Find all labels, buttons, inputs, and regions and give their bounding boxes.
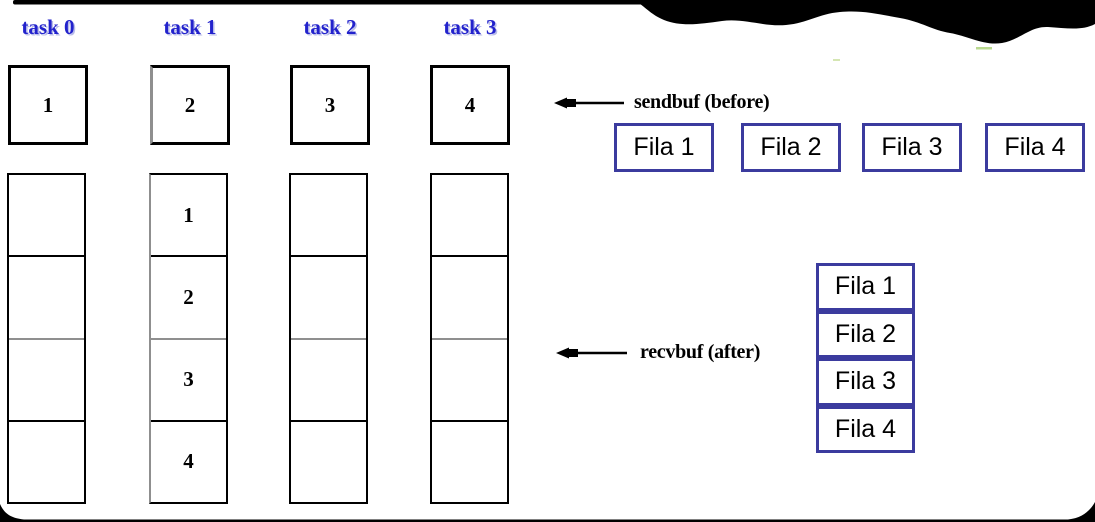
fila-row-box-3: Fila 3: [862, 123, 962, 172]
recvbuf-cell: 2: [151, 257, 226, 340]
sendbuf-box-task3: 4: [430, 65, 510, 145]
bottom-edge-artifact: [0, 502, 1095, 522]
sendbuf-value-task2: 3: [324, 92, 336, 117]
fila-stack-label-3: Fila 3: [834, 367, 897, 396]
recvbuf-cell: [9, 257, 84, 340]
recvbuf-column-task2: [289, 173, 368, 504]
fila-stack-box-1: Fila 1: [816, 263, 915, 311]
fila-stack-box-2: Fila 2: [816, 310, 915, 358]
fila-row-label-3: Fila 3: [881, 133, 943, 161]
fila-row-label-1: Fila 1: [633, 133, 695, 161]
recvbuf-cell-value: 4: [183, 449, 194, 474]
recvbuf-cell-value: 3: [183, 367, 194, 392]
recvbuf-cell: [291, 422, 366, 502]
recvbuf-cell: [9, 422, 84, 502]
fila-stack-label-4: Fila 4: [834, 414, 897, 443]
sendbuf-box-task2: 3: [290, 65, 370, 145]
recvbuf-label: recvbuf (after): [640, 341, 761, 363]
recvbuf-cell: [9, 175, 84, 258]
fila-row-box-1: Fila 1: [614, 123, 714, 172]
sendbuf-value-task1: 2: [184, 92, 196, 117]
recvbuf-arrow: [556, 347, 627, 359]
top-edge-artifact: [13, 0, 648, 5]
sendbuf-value-task3: 4: [464, 92, 476, 117]
task-label-2: task 2: [303, 15, 357, 39]
recvbuf-cell: [291, 340, 366, 422]
sendbuf-arrow: [554, 97, 624, 109]
top-right-blob-artifact: [640, 0, 1095, 44]
recvbuf-cell: 4: [151, 422, 226, 502]
sendbuf-value-task0: 1: [42, 92, 54, 117]
recvbuf-cell: [432, 175, 507, 258]
sendbuf-label: sendbuf (before): [634, 91, 770, 113]
recvbuf-cell: [291, 257, 366, 340]
recvbuf-cell: [291, 175, 366, 258]
recvbuf-column-task3: [430, 173, 509, 504]
recvbuf-cell: [9, 340, 84, 422]
recvbuf-column-task0: [7, 173, 86, 504]
fila-row-label-4: Fila 4: [1004, 133, 1066, 161]
sendbuf-box-task1: 2: [150, 65, 230, 145]
fila-stack-label-1: Fila 1: [834, 272, 897, 301]
task-label-1: task 1: [163, 15, 217, 39]
recvbuf-cell: [432, 340, 507, 422]
fila-stack-label-2: Fila 2: [834, 319, 897, 348]
recvbuf-cell: 3: [151, 340, 226, 422]
fila-stack-box-3: Fila 3: [816, 358, 915, 406]
fila-row-box-4: Fila 4: [985, 123, 1085, 172]
task-label-3: task 3: [443, 15, 497, 39]
recvbuf-cell: 1: [151, 175, 226, 258]
recvbuf-cell: [432, 422, 507, 502]
fila-stack: Fila 1 Fila 2 Fila 3 Fila 4: [816, 263, 915, 453]
fila-stack-box-4: Fila 4: [816, 405, 915, 453]
recvbuf-column-task1: 1 2 3 4: [149, 173, 228, 504]
fila-row-label-2: Fila 2: [760, 133, 822, 161]
recvbuf-cell: [432, 257, 507, 340]
green-speck-artifact: [976, 47, 992, 50]
recvbuf-cell-value: 1: [183, 202, 194, 227]
sendbuf-box-task0: 1: [8, 65, 88, 145]
green-speck-artifact-small: [833, 59, 840, 61]
recvbuf-cell-value: 2: [183, 284, 194, 309]
task-label-0: task 0: [21, 15, 75, 39]
fila-row-box-2: Fila 2: [741, 123, 841, 172]
